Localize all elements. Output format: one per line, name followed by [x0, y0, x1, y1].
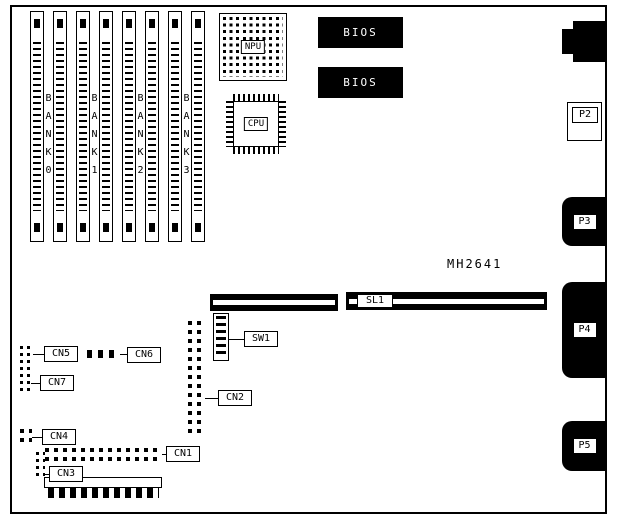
board-outline [10, 5, 607, 514]
simm-slot-7 [168, 11, 182, 242]
connector-cn6 [87, 350, 120, 358]
leader-line-cn4 [32, 437, 42, 438]
leader-line-cn2 [205, 398, 218, 399]
simm-slot-1 [30, 11, 44, 242]
bank1-label: BANK1 [91, 93, 98, 176]
simm-slot-3 [76, 11, 90, 242]
cn7-label: CN7 [40, 375, 74, 391]
connector-cn2 [188, 321, 205, 433]
npu-chip: NPU [219, 13, 287, 81]
port-p2-label: P2 [572, 107, 598, 123]
port-p5-label: P5 [573, 439, 596, 453]
part-number: MH2641 [447, 257, 503, 271]
port-p5: P5 [562, 421, 607, 471]
bios-bottom-label: BIOS [343, 76, 378, 89]
bottom-connector-body [44, 477, 162, 488]
keyboard-connector-tab [562, 29, 575, 54]
cpu-chip: CPU [226, 94, 286, 154]
simm-slot-2 [53, 11, 67, 242]
leader-line-cn3 [45, 474, 49, 475]
port-p3: P3 [562, 197, 607, 246]
cn3-label: CN3 [49, 466, 83, 482]
simm-slot-8 [191, 11, 205, 242]
bank2-label: BANK2 [137, 93, 144, 176]
leader-line-cn1 [162, 454, 166, 455]
simm-slot-5 [122, 11, 136, 242]
connector-cn4 [20, 429, 32, 444]
cn4-label: CN4 [42, 429, 76, 445]
bank3-label: BANK3 [183, 93, 190, 176]
simm-slot-6 [145, 11, 159, 242]
port-p4: P4 [562, 282, 607, 378]
bios-chip-top: BIOS [318, 17, 403, 48]
cpu-label: CPU [243, 117, 269, 131]
cn6-label: CN6 [127, 347, 161, 363]
port-p3-label: P3 [573, 214, 596, 229]
connector-cn5-cn7 [20, 346, 33, 394]
leader-line-sw1 [229, 339, 244, 340]
leader-line-cn5 [33, 354, 44, 355]
slot-sl1 [346, 292, 547, 310]
port-p4-label: P4 [573, 323, 596, 337]
cn5-label: CN5 [44, 346, 78, 362]
cn1-label: CN1 [166, 446, 200, 462]
bios-chip-bottom: BIOS [318, 67, 403, 98]
expansion-slot [210, 294, 338, 311]
bank0-label: BANK0 [45, 93, 52, 176]
sw1-label: SW1 [244, 331, 278, 347]
connector-cn1 [45, 448, 162, 462]
npu-label: NPU [240, 40, 266, 54]
leader-line-cn6 [120, 354, 127, 355]
dip-switch-sw1 [213, 313, 229, 361]
sl1-label: SL1 [357, 294, 393, 308]
connector-cn3 [36, 452, 45, 479]
cn2-label: CN2 [218, 390, 252, 406]
leader-line-cn7 [31, 383, 40, 384]
keyboard-connector [573, 21, 607, 62]
bottom-connector-pins [48, 488, 159, 498]
bios-top-label: BIOS [343, 26, 378, 39]
simm-slot-4 [99, 11, 113, 242]
